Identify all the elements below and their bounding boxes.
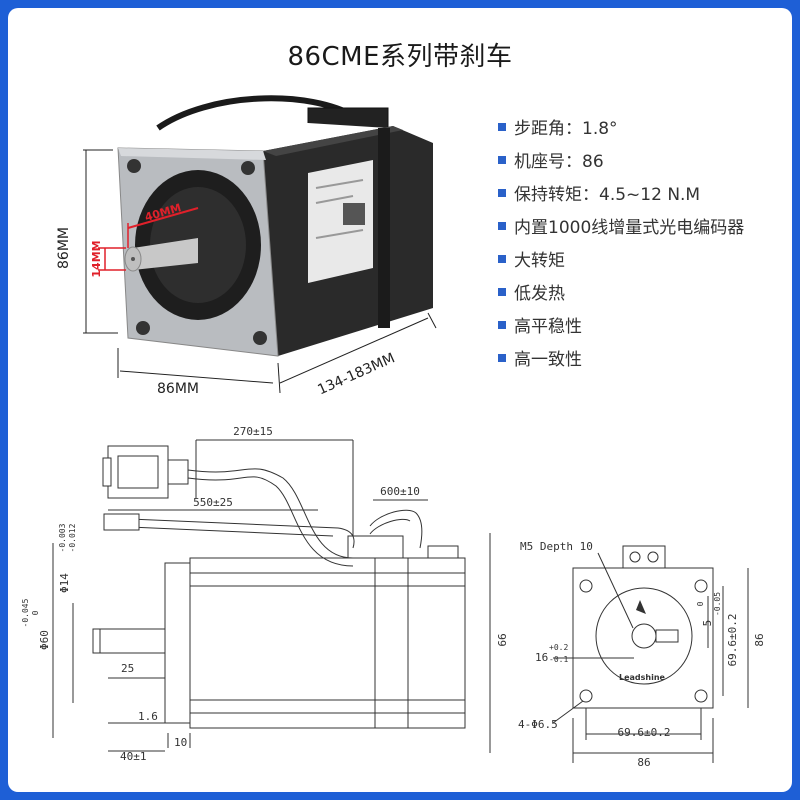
feature-item: 保持转矩：4.5~12 N.M <box>498 179 744 212</box>
dim-size-h: 86 <box>637 756 650 769</box>
dim-size-v: 86 <box>753 633 766 646</box>
motor-photo: 86MM 86MM 134-183MM 40MM 14MM <box>56 95 437 398</box>
feature-item: 内置1000线增量式光电编码器 <box>498 212 744 245</box>
feature-item: 低发热 <box>498 278 744 311</box>
dim-shaft-tol-top: -0.003 <box>58 523 67 552</box>
dim-key-len: 25 <box>121 662 134 675</box>
logo-text: Leadshine <box>619 673 666 682</box>
feature-item: 大转矩 <box>498 245 744 278</box>
product-card: 86CME系列带刹车 步距角：1.8° 机座号：86 保持转矩：4.5~12 N… <box>8 8 792 792</box>
page-title: 86CME系列带刹车 <box>287 42 513 72</box>
dim-shaft-tol-bot: -0.012 <box>68 523 77 552</box>
dim-boss-dia: Φ60 <box>38 630 51 650</box>
dim-shaft-dia: Φ14 <box>58 573 71 593</box>
dim-key-w-tol-top: 0 <box>696 601 705 606</box>
feature-item: 步距角：1.8° <box>498 113 744 146</box>
bullet-icon <box>498 189 506 197</box>
dim-holes: 4-Φ6.5 <box>518 718 558 731</box>
dim-boss-tol-top: 0 <box>31 610 40 615</box>
dim-hole-spacing-h: 69.6±0.2 <box>618 726 671 739</box>
bullet-icon <box>498 321 506 329</box>
logo-icon <box>636 600 646 614</box>
dim-flange-t: 10 <box>174 736 187 749</box>
bullet-icon <box>498 288 506 296</box>
bullet-icon <box>498 255 506 263</box>
dim-boss-h: 1.6 <box>138 710 158 723</box>
dim-boss-tol-bot: -0.045 <box>21 598 30 627</box>
photo-width-label: 86MM <box>157 381 199 397</box>
photo-height-label: 86MM <box>56 227 72 269</box>
dim-key-h-tol-top: +0.2 <box>549 643 568 652</box>
feature-item: 机座号：86 <box>498 146 744 179</box>
dim-key-w: 5 <box>701 620 714 627</box>
technical-drawing: Leadshine 270±15 550±25 600±10 Φ60 0 -0.… <box>21 425 766 769</box>
dim-cable2: 550±25 <box>193 496 233 509</box>
bullet-icon <box>498 123 506 131</box>
dim-body-h: 99 <box>495 633 508 646</box>
dim-key-w-tol-bot: -0.05 <box>713 592 722 616</box>
dim-thread: M5 Depth 10 <box>520 540 593 553</box>
dim-shaft-len: 40±1 <box>120 750 147 763</box>
dim-key-h-tol-bot: -0.1 <box>549 655 568 664</box>
feature-item: 高一致性 <box>498 344 744 377</box>
photo-shaft-dia-label: 14MM <box>90 240 103 277</box>
dim-hole-spacing-v: 69.6±0.2 <box>726 614 739 667</box>
dim-cable1: 270±15 <box>233 425 273 438</box>
bullet-icon <box>498 354 506 362</box>
feature-item: 高平稳性 <box>498 311 744 344</box>
photo-length-label: 134-183MM <box>315 350 397 398</box>
dim-key-h: 16 <box>535 651 548 664</box>
bullet-icon <box>498 222 506 230</box>
bullet-icon <box>498 156 506 164</box>
feature-list: 步距角：1.8° 机座号：86 保持转矩：4.5~12 N.M 内置1000线增… <box>498 113 744 377</box>
dim-cable3: 600±10 <box>380 485 420 498</box>
